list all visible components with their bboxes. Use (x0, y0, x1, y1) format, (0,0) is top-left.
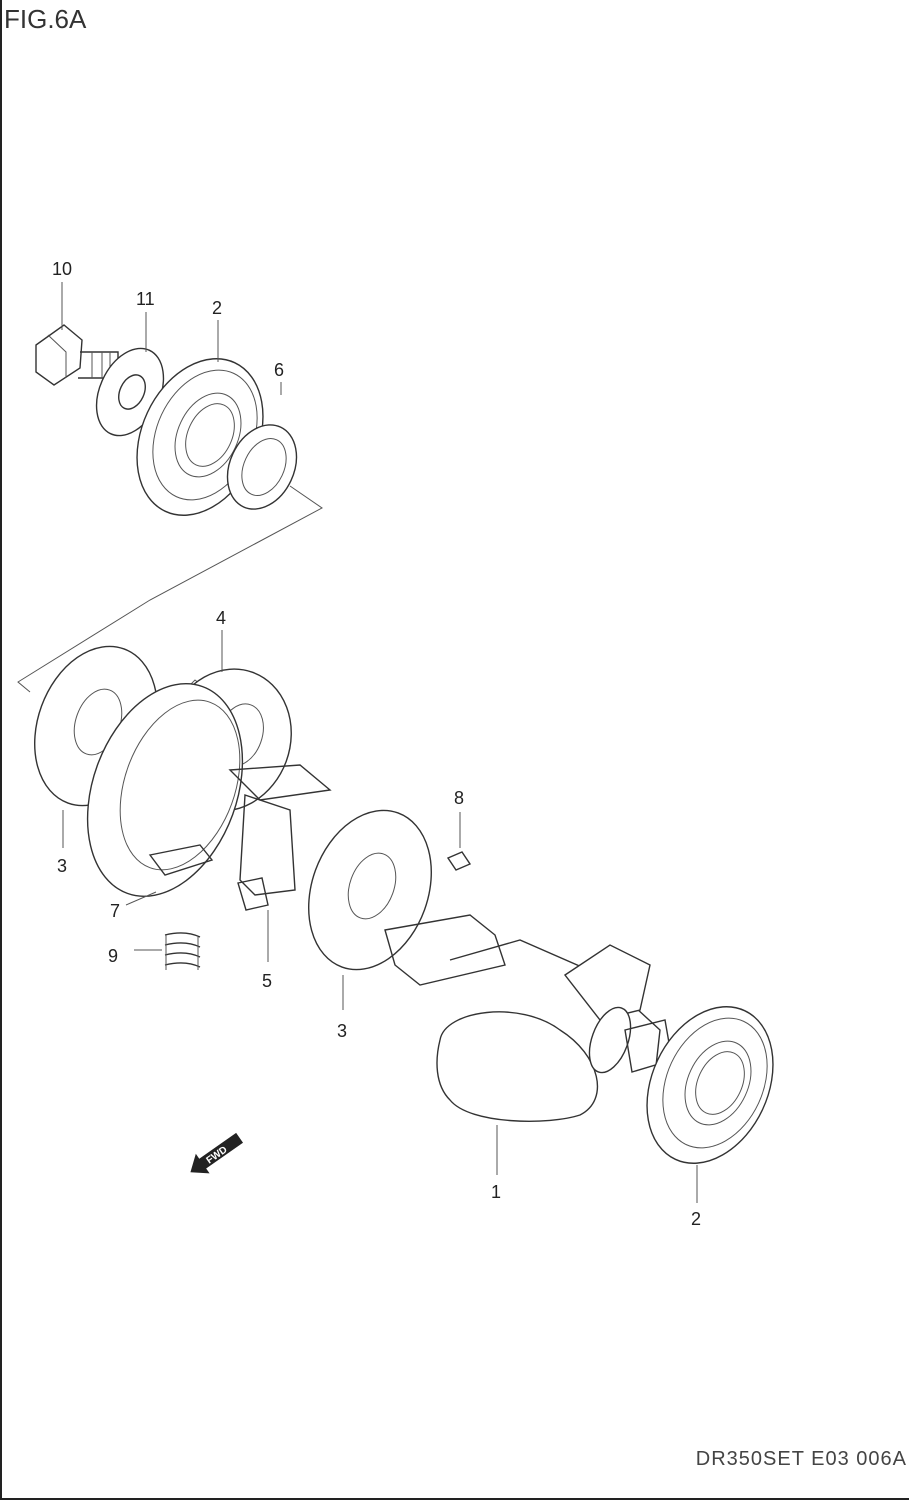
primary-gear-housing-part-7 (86, 683, 332, 897)
crankshaft-part-1 (384, 914, 673, 1122)
callout-2-upper: 2 (212, 298, 222, 318)
pin-part-5 (237, 877, 269, 911)
leader-lines (61, 282, 698, 1203)
oil-seal-part-6 (226, 424, 298, 510)
callout-9: 9 (108, 946, 118, 966)
key-part-8 (446, 851, 472, 871)
callout-6: 6 (274, 360, 284, 380)
bearing-part-2-lower (646, 1006, 774, 1164)
callout-3-left: 3 (57, 856, 67, 876)
callout-4: 4 (216, 608, 226, 628)
thrust-washer-part-3-right (308, 809, 432, 971)
diagram-code: DR350SET E03 006A (695, 1448, 907, 1470)
fwd-arrow-icon: FWD (190, 1132, 244, 1174)
callout-2-lower: 2 (691, 1209, 701, 1229)
callout-5: 5 (262, 971, 272, 991)
callout-3-right: 3 (337, 1021, 347, 1041)
callout-11: 11 (136, 289, 155, 309)
callout-10: 10 (52, 259, 72, 279)
spring-part-9 (164, 932, 201, 970)
callout-1: 1 (491, 1182, 501, 1202)
callout-7: 7 (110, 901, 120, 921)
callout-8: 8 (454, 788, 464, 808)
figure-title: FIG.6A (4, 4, 87, 34)
assembly-guide-line (17, 485, 323, 693)
